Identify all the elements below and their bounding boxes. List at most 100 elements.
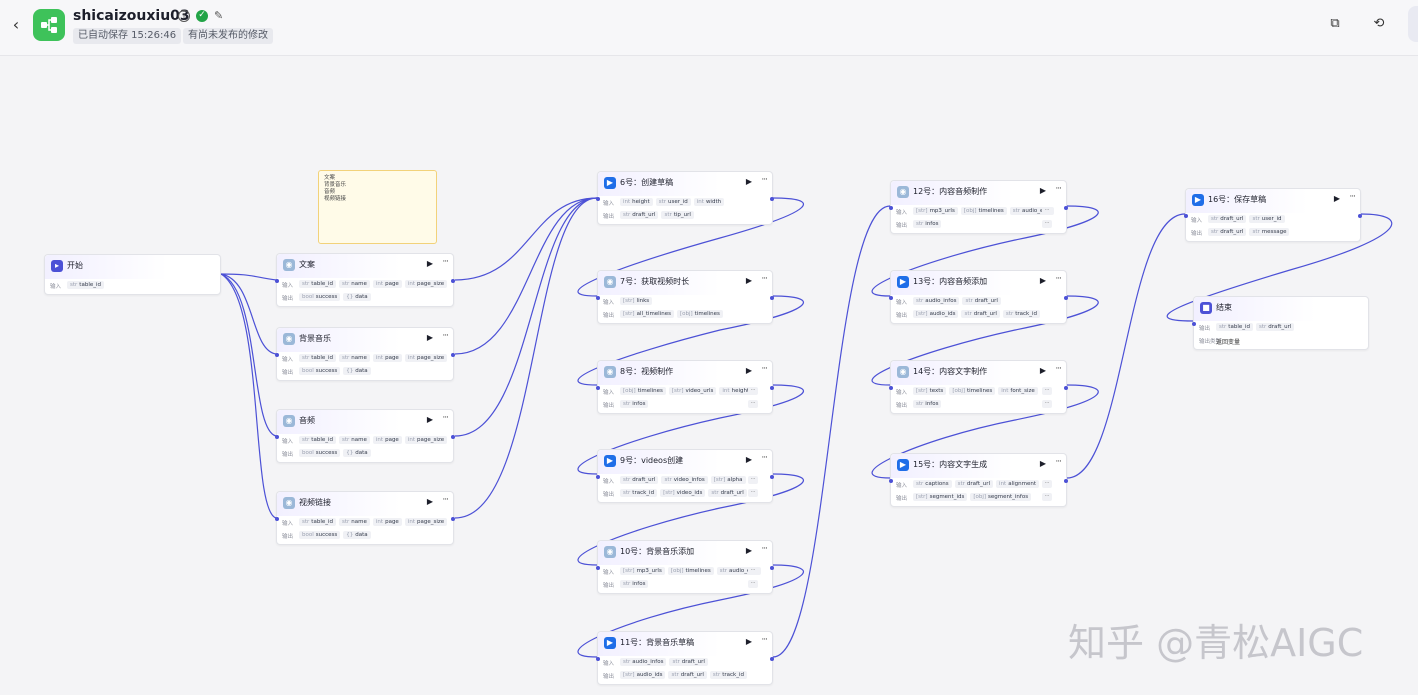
more-params-button[interactable]: ···	[748, 476, 758, 484]
input-port[interactable]	[275, 279, 279, 283]
more-params-button[interactable]: ···	[1042, 207, 1052, 215]
more-icon[interactable]: ···	[442, 413, 449, 423]
output-port[interactable]	[451, 517, 455, 521]
more-params-button[interactable]: ···	[1042, 493, 1052, 501]
input-port[interactable]	[1192, 322, 1196, 326]
sticky-note[interactable]: 文案 背景音乐 音频 视频链接	[318, 170, 437, 244]
more-icon[interactable]: ···	[1055, 274, 1062, 284]
history-icon[interactable]: ⟲	[1373, 16, 1385, 31]
output-port[interactable]	[451, 435, 455, 439]
more-icon[interactable]: ···	[442, 495, 449, 505]
output-port[interactable]	[770, 386, 774, 390]
output-port[interactable]	[770, 296, 774, 300]
plugin-icon: ▶	[604, 637, 616, 649]
input-port[interactable]	[1184, 214, 1188, 218]
more-params-button[interactable]: ···	[1042, 400, 1052, 408]
more-icon[interactable]: ···	[442, 257, 449, 267]
node-n14[interactable]: ◉14号：内容文字制作▶···输入[str]texts[obj]timeline…	[889, 360, 1068, 414]
more-icon[interactable]: ···	[761, 364, 768, 374]
run-icon[interactable]: ▶	[1039, 366, 1046, 375]
run-icon[interactable]: ▶	[426, 415, 433, 424]
more-icon[interactable]: ···	[1055, 184, 1062, 194]
more-params-button[interactable]: ···	[748, 400, 758, 408]
back-icon[interactable]: ‹	[12, 15, 20, 34]
output-port[interactable]	[770, 566, 774, 570]
run-icon[interactable]: ▶	[1039, 276, 1046, 285]
node-n12[interactable]: ◉12号：内容音频制作▶···输入[str]mp3_urls[obj]timel…	[889, 180, 1068, 234]
node-n8[interactable]: ◉8号：视频制作▶···输入[obj]timelines[str]video_u…	[596, 360, 774, 414]
output-port[interactable]	[451, 279, 455, 283]
info-icon[interactable]: i	[178, 10, 190, 22]
run-icon[interactable]: ▶	[745, 546, 752, 555]
output-port[interactable]	[451, 353, 455, 357]
run-icon[interactable]: ▶	[1333, 194, 1340, 203]
run-icon[interactable]: ▶	[745, 366, 752, 375]
more-icon[interactable]: ···	[1055, 457, 1062, 467]
run-icon[interactable]: ▶	[745, 276, 752, 285]
more-params-button[interactable]: ···	[748, 580, 758, 588]
more-params-button[interactable]: ···	[748, 387, 758, 395]
more-icon[interactable]: ···	[761, 453, 768, 463]
more-params-button[interactable]: ···	[1042, 220, 1052, 228]
more-icon[interactable]: ···	[761, 544, 768, 554]
input-port[interactable]	[596, 386, 600, 390]
node-title: 16号：保存草稿	[1208, 195, 1267, 204]
run-icon[interactable]: ▶	[426, 259, 433, 268]
run-icon[interactable]: ▶	[426, 497, 433, 506]
output-port[interactable]	[1358, 214, 1362, 218]
run-icon[interactable]: ▶	[745, 637, 752, 646]
more-params-button[interactable]: ···	[1042, 480, 1052, 488]
run-icon[interactable]: ▶	[745, 455, 752, 464]
copy-icon[interactable]: ⧉	[1330, 16, 1340, 31]
run-icon[interactable]: ▶	[426, 333, 433, 342]
run-icon[interactable]: ▶	[745, 177, 752, 186]
input-port[interactable]	[275, 353, 279, 357]
output-port[interactable]	[770, 475, 774, 479]
input-port[interactable]	[889, 479, 893, 483]
more-icon[interactable]: ···	[1349, 192, 1356, 202]
node-n10[interactable]: ◉10号：背景音乐添加▶···输入[str]mp3_urls[obj]timel…	[596, 540, 774, 594]
input-port[interactable]	[889, 206, 893, 210]
run-icon[interactable]: ▶	[1039, 186, 1046, 195]
more-icon[interactable]: ···	[1055, 364, 1062, 374]
more-icon[interactable]: ···	[761, 175, 768, 185]
more-icon[interactable]: ···	[761, 274, 768, 284]
output-port[interactable]	[1064, 296, 1068, 300]
output-port[interactable]	[1064, 386, 1068, 390]
input-port[interactable]	[275, 517, 279, 521]
more-params-button[interactable]: ···	[1042, 387, 1052, 395]
input-port[interactable]	[275, 435, 279, 439]
input-port[interactable]	[889, 386, 893, 390]
run-icon[interactable]: ▶	[1039, 459, 1046, 468]
output-port[interactable]	[1064, 479, 1068, 483]
output-port[interactable]	[1064, 206, 1068, 210]
output-port[interactable]	[770, 657, 774, 661]
input-port[interactable]	[596, 296, 600, 300]
input-port[interactable]	[596, 657, 600, 661]
node-title: 6号：创建草稿	[620, 178, 674, 187]
input-port[interactable]	[596, 197, 600, 201]
input-port[interactable]	[596, 566, 600, 570]
input-port[interactable]	[596, 475, 600, 479]
edit-icon[interactable]: ✎	[214, 9, 224, 22]
input-port[interactable]	[889, 296, 893, 300]
more-params-button[interactable]: ···	[748, 567, 758, 575]
output-port[interactable]	[770, 197, 774, 201]
more-icon[interactable]: ···	[442, 331, 449, 341]
more-icon[interactable]: ···	[761, 635, 768, 645]
more-params-button[interactable]: ···	[748, 489, 758, 497]
